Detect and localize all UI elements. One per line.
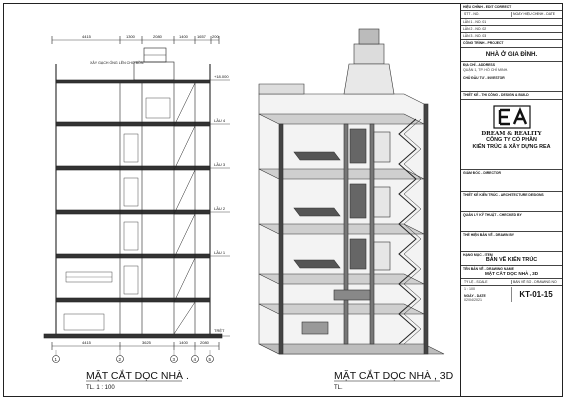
axis-5: 5 [209, 357, 212, 362]
dim-bottom-1: 4415 [82, 340, 92, 345]
section-2d-labels: 4415 1300 2080 1400 1657 200 XÂY GẠCH ỐN… [55, 34, 230, 362]
director-label: GIÁM ĐỐC - DIRECTOR [461, 170, 562, 192]
drawing-name-value: MẶT CẮT DỌC NHÀ , 3D [484, 271, 539, 277]
left-caption: MẶT CẮT DỌC NHÀ . [86, 369, 189, 382]
category-value: BẢN VẼ KIẾN TRÚC [485, 256, 538, 263]
project-name: NHÀ Ở GIA ĐÌNH. [461, 48, 562, 63]
drawing-sheet: 4415 1300 2080 1400 1657 200 XÂY GẠCH ỐN… [3, 3, 563, 397]
checked-label: QUẢN LÝ KỸ THUẬT - CHECKED BY [461, 212, 562, 232]
company-block: DREAM & REALITY CÔNG TY CỔ PHẦN KIẾN TRÚ… [461, 100, 562, 170]
brand-name: DREAM & REALITY [481, 130, 542, 137]
level-2: LẦU 2 [214, 206, 226, 211]
dim-top-5: 1657 [197, 34, 207, 39]
dim-top-6: 200 [212, 34, 219, 39]
dim-top-2: 1300 [126, 34, 136, 39]
revision-columns: STT - NO. NGÀY HIỆU CHỈNH - DATE [461, 11, 562, 19]
dim-bottom-3: 1400 [179, 340, 189, 345]
level-roof: +18.000 [214, 74, 229, 79]
level-3: LẦU 3 [214, 162, 226, 167]
scale-sheet-header: TỶ LỆ - SCALE BẢN VẼ SỐ - DRAWING NO [461, 279, 562, 287]
level-4: LẦU 4 [214, 118, 226, 123]
right-caption: MẶT CẮT DỌC NHÀ , 3D [334, 369, 454, 382]
project-label: CÔNG TRÌNH - PROJECT [461, 40, 562, 48]
address-block: ĐỊA CHỈ - ADDRESS QUẬN 1, TP. HỒ CHÍ MIN… [461, 62, 562, 93]
dim-top-4: 1400 [179, 34, 189, 39]
section-3d [258, 28, 445, 355]
captions: MẶT CẮT DỌC NHÀ . TL. 1 : 100 MẶT CẮT DỌ… [86, 369, 454, 391]
left-scale: TL. 1 : 100 [86, 385, 115, 391]
company-line-2: KIẾN TRÚC & XÂY DỰNG REA [472, 144, 551, 151]
axis-1: 1 [55, 357, 58, 362]
axis-3: 3 [173, 357, 176, 362]
right-scale: TL. [334, 385, 343, 391]
drawing-name-label: TÊN BẢN VẼ - DRAWING NAME [463, 266, 514, 271]
design-label: THIẾT KẾ - THI CÔNG - DESIGN & BUILD [461, 92, 562, 100]
scale-value: 1 : 100 [464, 287, 475, 292]
title-block: HIỆU CHỈNH - EDIT CORRECT STT - NO. NGÀY… [460, 4, 562, 396]
rev-col-date: NGÀY HIỆU CHỈNH - DATE [513, 12, 556, 17]
revision-header: HIỆU CHỈNH - EDIT CORRECT [461, 4, 562, 12]
investor-label: CHỦ ĐẦU TƯ - INVESTOR [463, 75, 505, 80]
drawing-name-block: TÊN BẢN VẼ - DRAWING NAME MẶT CẮT DỌC NH… [461, 266, 562, 279]
ea-logo-icon [492, 104, 531, 129]
axis-2: 2 [119, 357, 122, 362]
dim-top-3: 2080 [153, 34, 163, 39]
address-label: ĐỊA CHỈ - ADDRESS [463, 63, 495, 68]
drawn-label: THỂ HIỆN BẢN VẼ - DRAWN BY [461, 232, 562, 252]
arch-design-label: THIẾT KẾ KIẾN TRÚC - ARCHITECTURE DESIGN… [461, 192, 562, 212]
level-ground: TRỆT [214, 328, 225, 333]
tank-note: XÂY GẠCH ỐNG LÊN CHO BỒN [90, 60, 144, 65]
scale-label: TỶ LỆ - SCALE [463, 279, 512, 285]
scale-sheet-values: 1 : 100 NGÀY - DATE 02/04/2021 KT-01-15 [461, 286, 562, 303]
category-label: HẠNG MỤC - ITEM [463, 252, 493, 257]
dim-bottom-4: 2080 [200, 340, 210, 345]
company-line-1: CÔNG TY CỔ PHẦN [486, 137, 537, 144]
date-value: 02/04/2021 [464, 297, 482, 302]
date-label: NGÀY - DATE [464, 293, 486, 298]
scale-date-cell: 1 : 100 NGÀY - DATE 02/04/2021 [463, 287, 512, 303]
dim-bottom-2: 3625 [142, 340, 152, 345]
rev-row-2: LẦN 2 - NO. 02 [461, 26, 562, 33]
sheet-label: BẢN VẼ SỐ - DRAWING NO [513, 279, 557, 284]
sheet-number: KT-01-15 [519, 289, 553, 299]
rev-col-no: STT - NO. [463, 12, 512, 17]
section-2d [43, 36, 230, 363]
rev-row-1: LẦN 1 - NO. 01 [461, 19, 562, 26]
axis-4: 4 [194, 357, 197, 362]
rev-row-3: LẦN 3 - NO. 03 [461, 33, 562, 41]
category-block: HẠNG MỤC - ITEM BẢN VẼ KIẾN TRÚC [461, 252, 562, 266]
company-logo [463, 101, 560, 131]
dim-top-1: 4415 [82, 34, 92, 39]
level-1: LẦU 1 [214, 250, 226, 255]
drawing-area: 4415 1300 2080 1400 1657 200 XÂY GẠCH ỐN… [43, 28, 454, 391]
address-value: QUẬN 1, TP. HỒ CHÍ MINH. [463, 67, 509, 72]
